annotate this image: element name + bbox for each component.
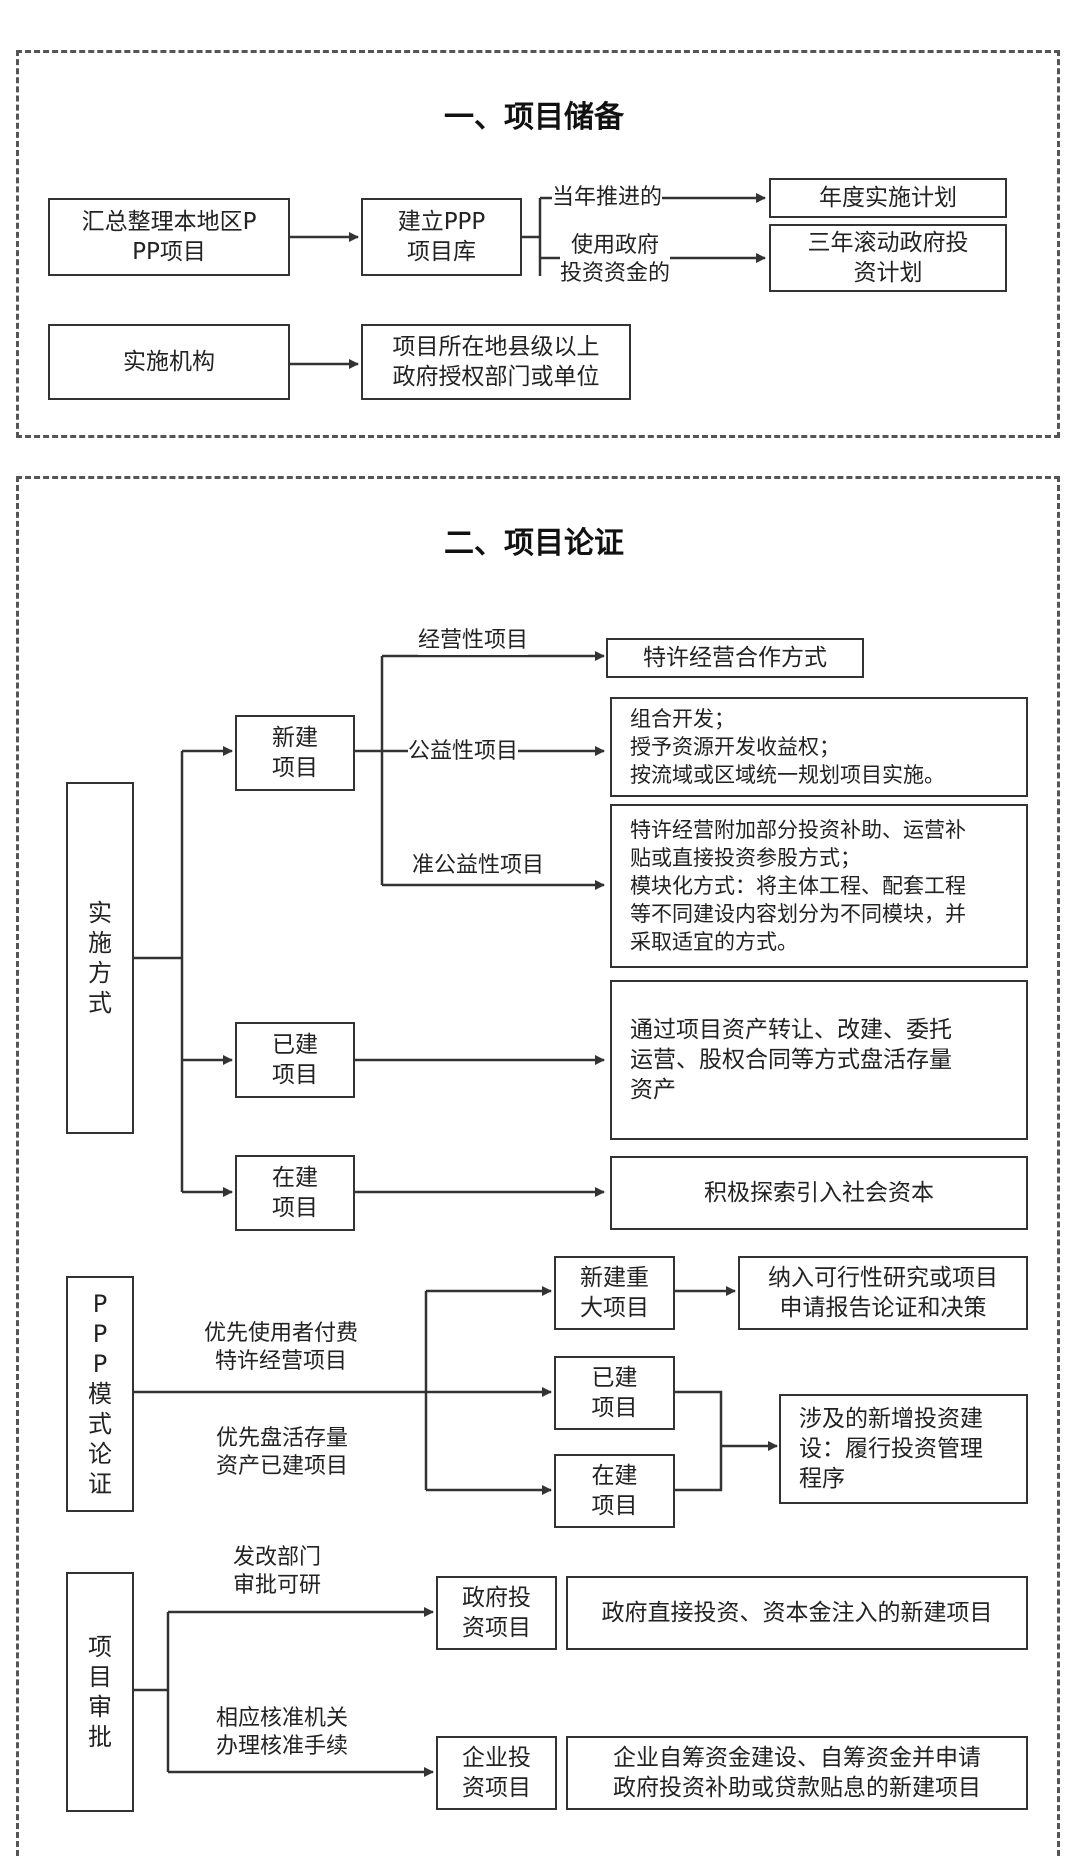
label-revitalize: 优先盘活存量 资产已建项目: [216, 1426, 349, 1479]
label-current-year: 当年推进的: [552, 184, 663, 212]
box-built-result: 通过项目资产转让、改建、委托 运营、股权合同等方式盘活存量 资产: [610, 980, 1028, 1140]
section-title-demonstration: 二、项目论证: [444, 526, 624, 561]
box-operating-result: 特许经营合作方式: [606, 638, 864, 678]
label-gov-funds: 使用政府 投资资金的: [560, 232, 671, 288]
label-operating: 经营性项目: [418, 627, 529, 655]
branch-library: [522, 198, 542, 276]
box-built-project: 已建 项目: [235, 1022, 355, 1098]
label-verify: 相应核准机关 办理核准手续: [216, 1706, 349, 1759]
label-user-pay: 优先使用者付费 特许经营项目: [204, 1321, 359, 1374]
box-new-major: 新建重 大项目: [554, 1256, 675, 1330]
box-ppp-mode: P P P 模 式 论 证: [66, 1276, 134, 1512]
box-new-major-result: 纳入可行性研究或项目 申请报告论证和决策: [738, 1256, 1028, 1330]
box-three-year-plan: 三年滚动政府投 资计划: [769, 224, 1007, 292]
box-summary: 汇总整理本地区P PP项目: [48, 198, 290, 276]
label-quasi-public: 准公益性项目: [412, 852, 545, 880]
box-impl-agency-desc: 项目所在地县级以上 政府授权部门或单位: [361, 324, 631, 400]
box-new-project: 新建 项目: [235, 715, 355, 791]
box-quasi-result: 特许经营附加部分投资补助、运营补 贴或直接投资参股方式； 模块化方式：将主体工程…: [610, 804, 1028, 968]
box-gov-result: 政府直接投资、资本金注入的新建项目: [566, 1576, 1028, 1650]
box-implementation-method: 实 施 方 式: [66, 782, 134, 1134]
label-ndrc: 发改部门 审批可研: [233, 1545, 322, 1598]
box-ppp-ongoing: 在建 项目: [554, 1454, 675, 1528]
box-annual-plan: 年度实施计划: [769, 178, 1007, 218]
section-project-reserve: [16, 50, 1060, 438]
box-impl-agency: 实施机构: [48, 324, 290, 400]
box-investment-result: 涉及的新增投资建 设：履行投资管理 程序: [779, 1394, 1028, 1504]
box-ongoing-project: 在建 项目: [235, 1155, 355, 1231]
box-public-result: 组合开发； 授予资源开发收益权； 按流域或区域统一规划项目实施。: [610, 697, 1028, 797]
section-project-demonstration: [16, 476, 1060, 1856]
box-enterprise-result: 企业自筹资金建设、自筹资金并申请 政府投资补助或贷款贴息的新建项目: [566, 1736, 1028, 1810]
box-ongoing-result: 积极探索引入社会资本: [610, 1156, 1028, 1230]
label-public: 公益性项目: [408, 738, 519, 766]
box-ppp-built: 已建 项目: [554, 1356, 675, 1430]
box-project-library: 建立PPP 项目库: [361, 198, 522, 276]
box-project-approval: 项 目 审 批: [66, 1572, 134, 1812]
box-gov-project: 政府投 资项目: [436, 1576, 557, 1650]
section-title-reserve: 一、项目储备: [444, 100, 624, 135]
box-enterprise-project: 企业投 资项目: [436, 1736, 557, 1810]
